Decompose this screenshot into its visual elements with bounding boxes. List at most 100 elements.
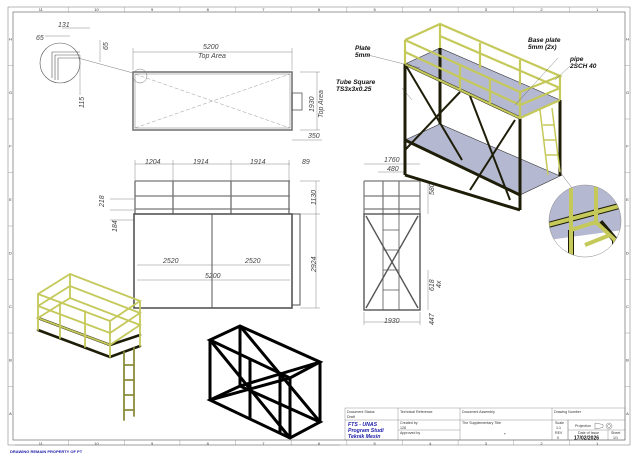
callout-tube: Tube Square bbox=[336, 79, 376, 86]
zone-column-label: 5 bbox=[374, 7, 377, 12]
org-line-2: Program Studi bbox=[348, 428, 384, 434]
zone-row-label: H bbox=[9, 36, 12, 41]
callout-pipe: pipe bbox=[569, 56, 584, 63]
dim-1914-a: 1914 bbox=[193, 159, 209, 166]
org-line-1: FTS - UNAS bbox=[348, 422, 378, 428]
date-label: Date of Issue bbox=[578, 431, 599, 435]
dim-65-horizontal: 65 bbox=[36, 35, 44, 42]
zone-row-label: G bbox=[9, 90, 12, 95]
dim-2924: 2924 bbox=[311, 256, 318, 273]
zone-column-label: 7 bbox=[262, 441, 265, 446]
supp-title-label: The Supplementary Title bbox=[462, 421, 501, 425]
sheet-number: 1/1 bbox=[613, 436, 618, 440]
top-view-length: 5200 bbox=[203, 44, 219, 51]
zone-column-label: 6 bbox=[318, 441, 321, 446]
zone-row-label: H bbox=[626, 36, 629, 41]
zone-column-label: 1 bbox=[596, 7, 599, 12]
zone-row-label: F bbox=[626, 143, 629, 148]
callout-base-plate: Base plate bbox=[528, 37, 561, 44]
dim-1914-b: 1914 bbox=[250, 159, 266, 166]
zone-row-label: A bbox=[9, 411, 12, 416]
zone-column-label: 7 bbox=[262, 7, 265, 12]
top-view-width: 1930 bbox=[309, 96, 316, 112]
zone-column-label: 4 bbox=[429, 441, 432, 446]
zone-row-label: E bbox=[626, 197, 629, 202]
dim-1204: 1204 bbox=[145, 159, 161, 166]
sheet-label: Sheet bbox=[611, 431, 620, 435]
isometric-model bbox=[367, 22, 571, 212]
isometric-railing-ladder bbox=[35, 272, 142, 421]
side-view bbox=[363, 163, 429, 325]
drawing-number-label: Drawing Number bbox=[554, 410, 582, 414]
projection-symbol-icon bbox=[594, 422, 613, 430]
footer-note: DRAWING REMAIN PROPERTY OF PT bbox=[10, 449, 83, 454]
isometric-frame-wireframe bbox=[206, 324, 324, 440]
doc-status: Draft bbox=[347, 415, 355, 419]
detail-view-joint bbox=[548, 171, 622, 258]
rev-label: REV bbox=[555, 431, 563, 435]
zone-column-label: 9 bbox=[151, 441, 154, 446]
top-view-width-label: Top Area bbox=[318, 90, 325, 118]
dim-2520-b: 2520 bbox=[244, 258, 261, 265]
zone-row-label: B bbox=[626, 357, 629, 362]
zone-row-label: D bbox=[626, 250, 629, 255]
dim-1930: 1930 bbox=[384, 318, 400, 325]
zone-column-label: 8 bbox=[207, 441, 210, 446]
top-view-length-label: Top Area bbox=[198, 53, 226, 60]
zone-row-label: B bbox=[9, 357, 12, 362]
top-view-offset: 350 bbox=[308, 133, 320, 140]
dim-618: 618 bbox=[429, 279, 436, 291]
callout-plate-size: 5mm bbox=[355, 52, 370, 59]
callout-tube-size: TS3x3x0.25 bbox=[336, 86, 372, 93]
zone-row-label: C bbox=[9, 304, 12, 309]
zone-row-label: G bbox=[626, 90, 629, 95]
doc-assembly-label: Document Assembly bbox=[462, 410, 495, 414]
zone-row-label: A bbox=[626, 411, 629, 416]
rev: 0 bbox=[557, 436, 559, 440]
dim-1760: 1760 bbox=[384, 157, 400, 164]
date-of-issue: 17/02/2026 bbox=[574, 436, 599, 442]
zone-column-label: 2 bbox=[540, 441, 543, 446]
zone-column-label: 1 bbox=[596, 441, 599, 446]
approved-by-label: Approved by bbox=[400, 431, 420, 435]
scale-label: Scale bbox=[555, 421, 564, 425]
zone-column-label: 11 bbox=[39, 7, 44, 12]
scale: 1:1 bbox=[556, 426, 561, 430]
zone-column-label: 2 bbox=[540, 7, 543, 12]
dim-65-vertical: 65 bbox=[103, 42, 110, 50]
dim-115: 115 bbox=[79, 97, 86, 108]
dim-480: 480 bbox=[387, 166, 399, 173]
dim-580: 580 bbox=[429, 183, 436, 195]
dim-89: 89 bbox=[302, 159, 310, 166]
callout-plate: Plate bbox=[355, 45, 371, 52]
dim-218: 218 bbox=[99, 195, 106, 208]
dim-184: 184 bbox=[112, 220, 119, 232]
dim-5200: 5200 bbox=[205, 273, 221, 280]
title-block bbox=[15, 407, 626, 446]
top-view bbox=[132, 48, 322, 141]
front-view bbox=[110, 160, 320, 309]
zone-row-label: F bbox=[9, 143, 12, 148]
zone-column-label: 6 bbox=[318, 7, 321, 12]
zone-column-label: 10 bbox=[94, 7, 99, 12]
zone-column-label: 9 bbox=[151, 7, 154, 12]
zone-column-label: 3 bbox=[485, 441, 488, 446]
detail-view-corner bbox=[39, 27, 148, 95]
zone-row-label: D bbox=[9, 250, 12, 255]
callout-pipe-size: 2SCH 40 bbox=[569, 63, 597, 70]
created-by-label: Created by bbox=[400, 421, 418, 425]
zone-row-label: C bbox=[626, 304, 629, 309]
zone-column-label: 11 bbox=[39, 441, 44, 446]
zone-row-label: E bbox=[9, 197, 12, 202]
projection-label: Projection bbox=[575, 424, 591, 428]
doc-status-label: Document Status bbox=[347, 410, 375, 414]
zone-column-label: 4 bbox=[429, 7, 432, 12]
zone-column-label: 3 bbox=[485, 7, 488, 12]
zone-column-label: 8 bbox=[207, 7, 210, 12]
dim-1130: 1130 bbox=[311, 190, 318, 205]
zone-column-label: 10 bbox=[94, 441, 99, 446]
callout-base-plate-size: 5mm (2x) bbox=[528, 44, 557, 51]
dim-2520-a: 2520 bbox=[162, 258, 179, 265]
